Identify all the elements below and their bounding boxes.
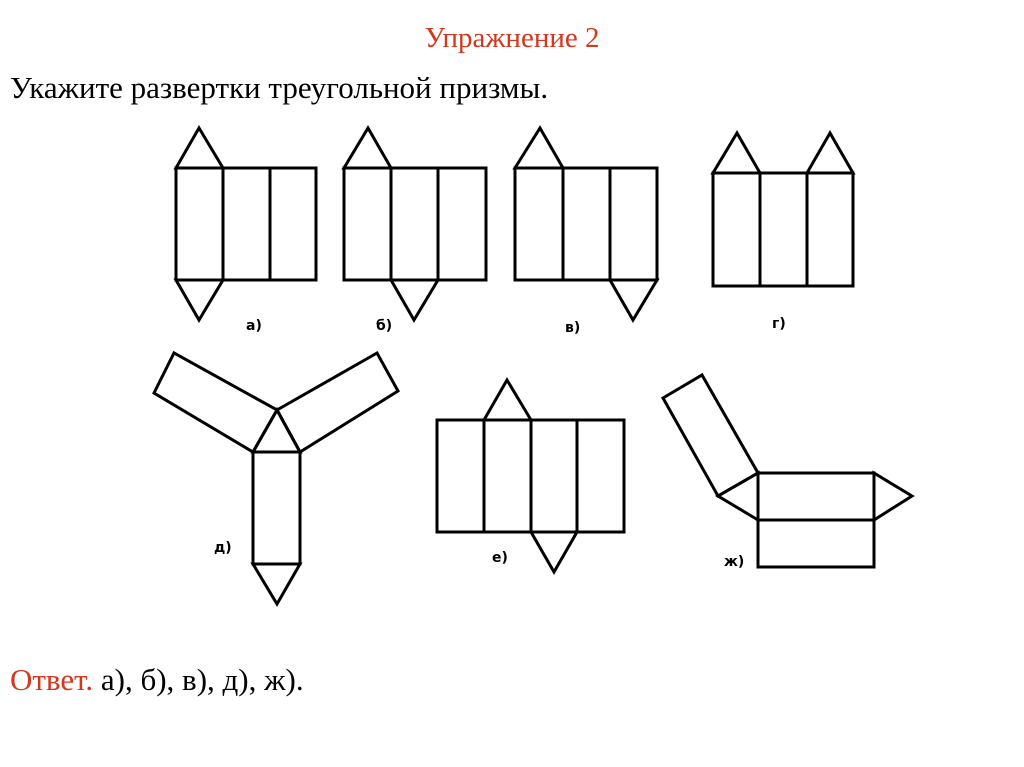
answer-text: а), б), в), д), ж). (93, 662, 304, 697)
net-a-label: а) (246, 318, 262, 334)
net-e-bottom-triangle (528, 530, 580, 576)
net-v-label: в) (565, 320, 580, 336)
net-zh-right-triangle (872, 470, 915, 523)
net-a: а) (173, 125, 318, 334)
net-zh-bottom-face (756, 518, 876, 569)
net-v: в) (512, 125, 660, 336)
net-b-top-triangle (341, 125, 394, 170)
slide-title: Упражнение 2 (424, 22, 600, 54)
net-b: б) (341, 125, 488, 334)
net-zh-top-face (756, 471, 876, 522)
net-g-rectangle (711, 171, 855, 288)
net-v-rectangle (513, 166, 659, 282)
net-v-bottom-triangle (607, 278, 660, 323)
net-d-bottom-face (251, 450, 302, 566)
net-zh-slanted-face (660, 372, 761, 499)
net-v-top-triangle (512, 125, 566, 170)
net-e-top-triangle (481, 377, 534, 422)
task-text: Укажите развертки треугольной призмы. (10, 70, 549, 105)
net-g: г) (710, 129, 856, 332)
net-b-rectangle (342, 166, 488, 282)
net-a-top-triangle (173, 125, 226, 170)
net-g-top-triangle-right (804, 129, 856, 175)
net-g-label: г) (772, 316, 786, 332)
net-g-top-triangle-left (710, 130, 763, 175)
net-d-bottom-triangle (250, 562, 303, 607)
net-b-label: б) (376, 318, 392, 334)
net-e: е) (435, 377, 626, 576)
net-zh: ж) (660, 372, 915, 570)
net-b-bottom-triangle (388, 278, 441, 323)
answer-line: Ответ. а), б), в), д), ж). (10, 662, 304, 698)
net-d-center-triangle (250, 406, 303, 454)
net-d-right-face (274, 350, 401, 455)
net-a-rectangle (174, 166, 318, 282)
net-d-label: д) (214, 540, 232, 556)
net-d-left-face (152, 350, 280, 455)
net-d: д) (152, 350, 401, 607)
net-zh-left-triangle (715, 470, 760, 523)
net-zh-label: ж) (724, 554, 744, 570)
answer-label: Ответ. (10, 662, 94, 697)
net-a-bottom-triangle (173, 278, 226, 323)
net-e-label: е) (492, 550, 508, 566)
